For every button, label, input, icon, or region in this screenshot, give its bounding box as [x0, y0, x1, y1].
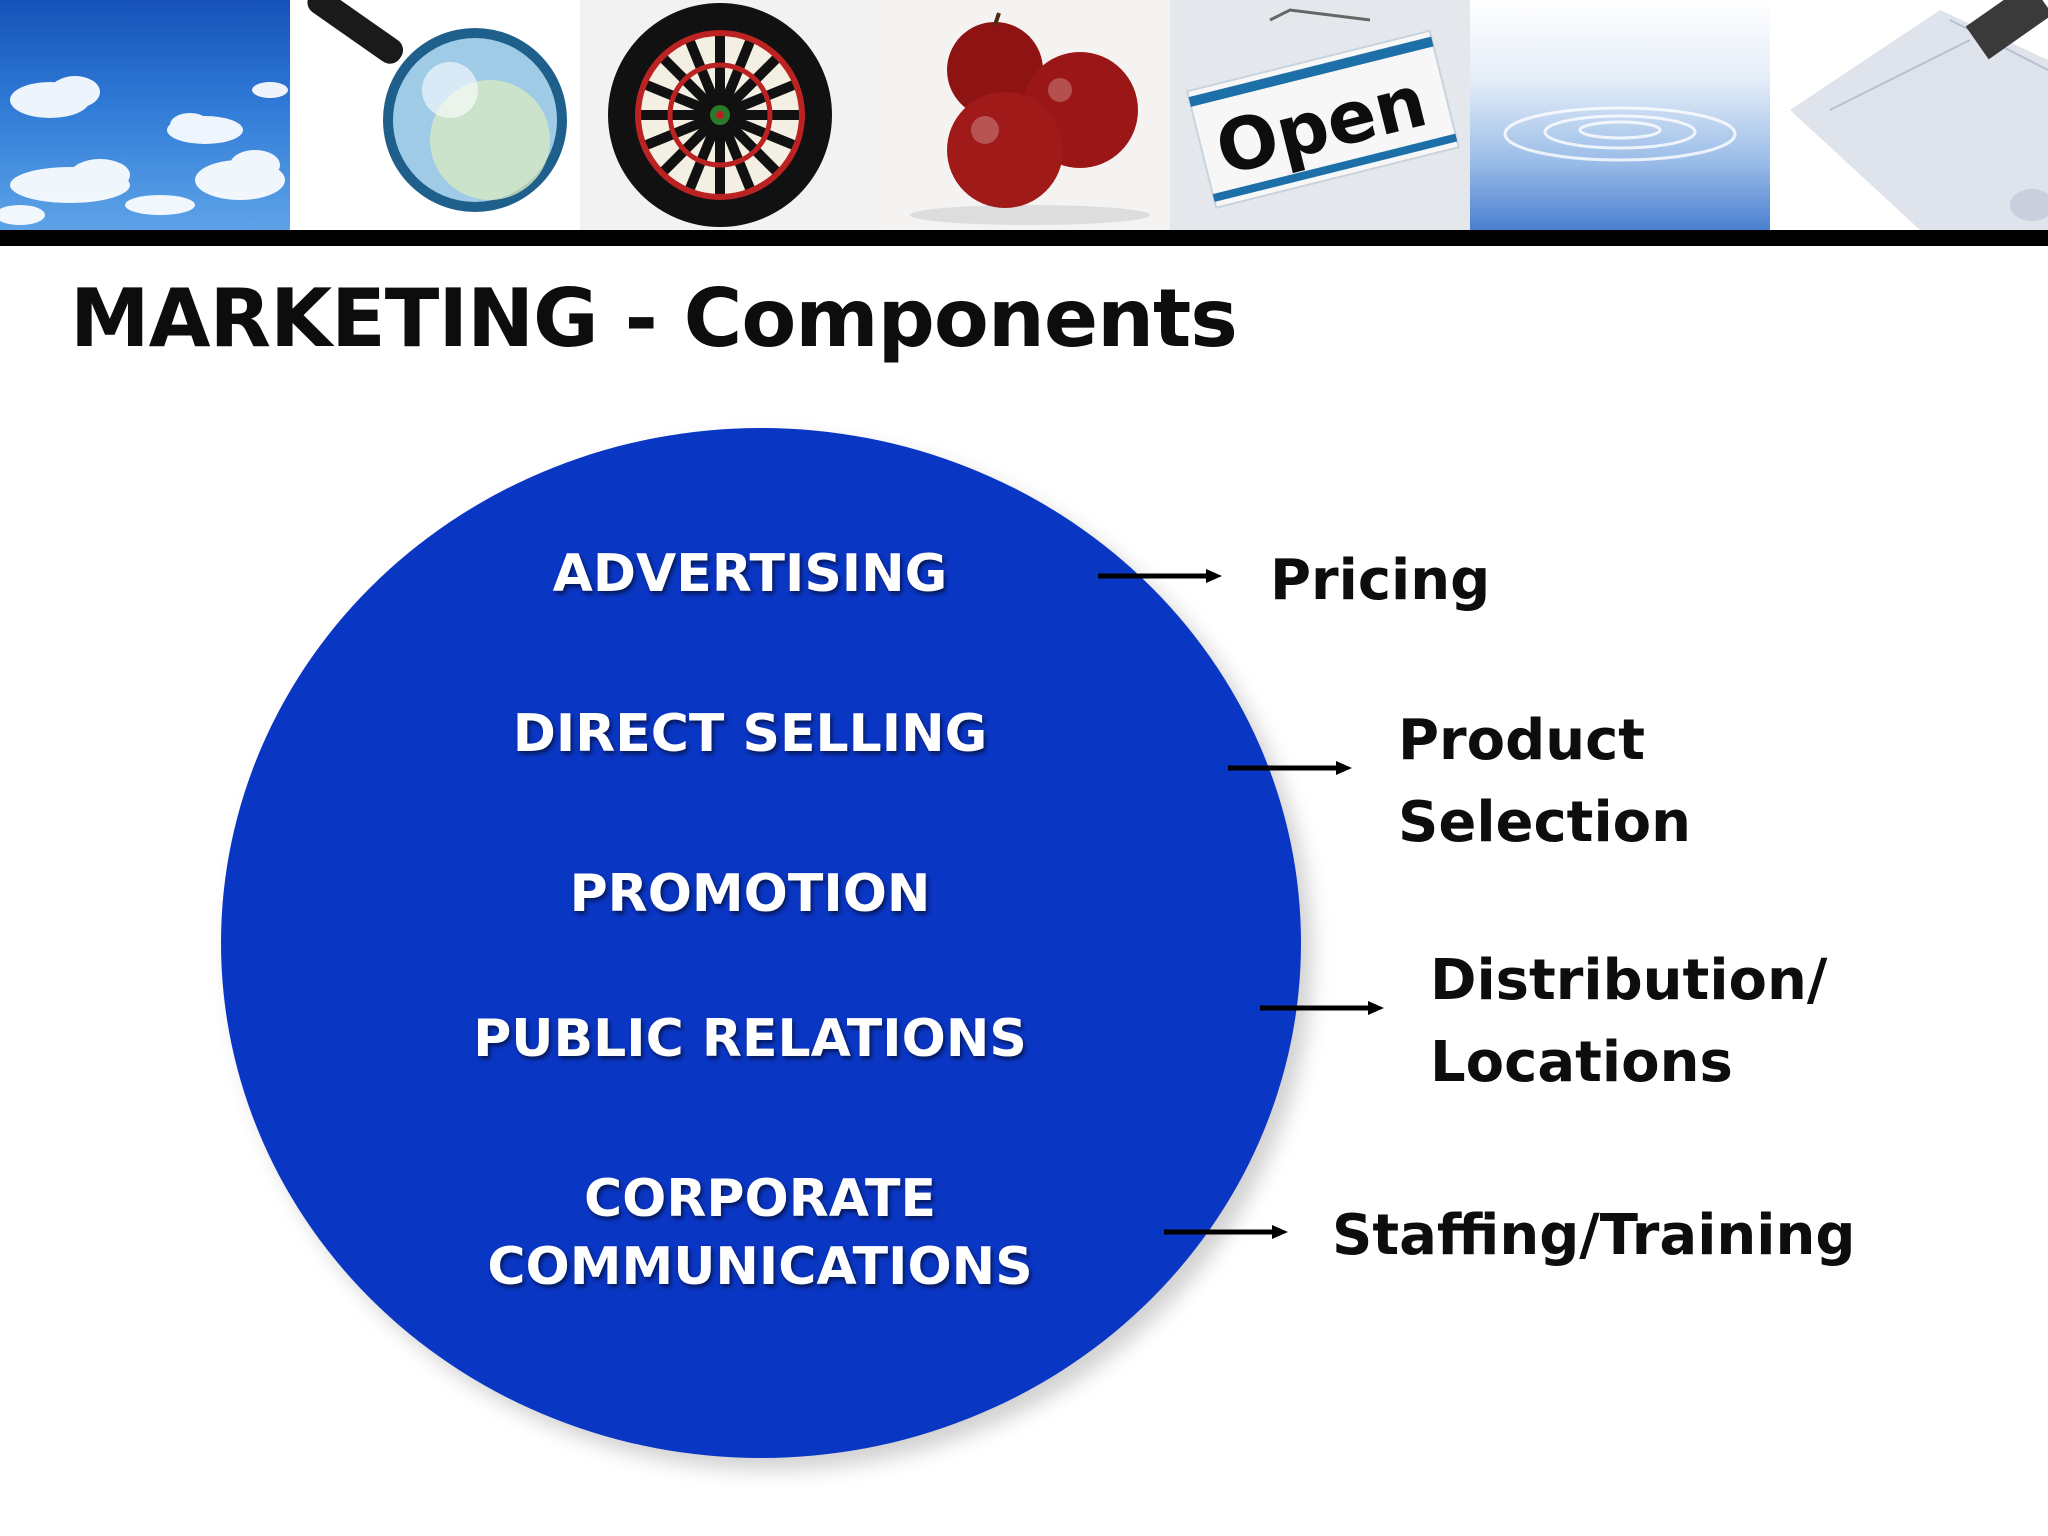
- arrow-to-product-selection: [1228, 761, 1352, 775]
- outcome-pricing: Pricing: [1270, 548, 1491, 613]
- circle-item-corporate-communications: CORPORATE COMMUNICATIONS: [487, 1169, 1033, 1297]
- outcome-distribution-locations: Distribution/ Locations: [1430, 948, 1828, 1095]
- arrow-to-distribution: [1260, 1001, 1384, 1015]
- apples-image: [880, 0, 1170, 230]
- circle-item-advertising: ADVERTISING: [552, 544, 948, 604]
- marketing-components-circle: [221, 428, 1301, 1458]
- blueprint-roll-image: [1770, 0, 2048, 230]
- page-title: MARKETING - Components: [70, 272, 1238, 365]
- outcome-product-selection: Product Selection: [1398, 708, 1691, 855]
- arrow-to-pricing: [1098, 569, 1222, 583]
- header-photo-banner: Open: [0, 0, 2048, 230]
- circle-item-public-relations: PUBLIC RELATIONS: [473, 1009, 1027, 1069]
- sky-clouds-image: [0, 0, 290, 230]
- magnifying-glass-image: [290, 0, 580, 230]
- circle-item-promotion: PROMOTION: [569, 864, 931, 924]
- arrow-to-staffing: [1164, 1225, 1288, 1239]
- dartboard-image: [580, 0, 880, 230]
- water-ripple-image: [1470, 0, 1770, 230]
- open-sign-image: Open: [1170, 0, 1470, 230]
- header-divider: [0, 230, 2048, 246]
- circle-item-direct-selling: DIRECT SELLING: [512, 704, 988, 764]
- outcome-staffing-training: Staffing/Training: [1332, 1203, 1856, 1268]
